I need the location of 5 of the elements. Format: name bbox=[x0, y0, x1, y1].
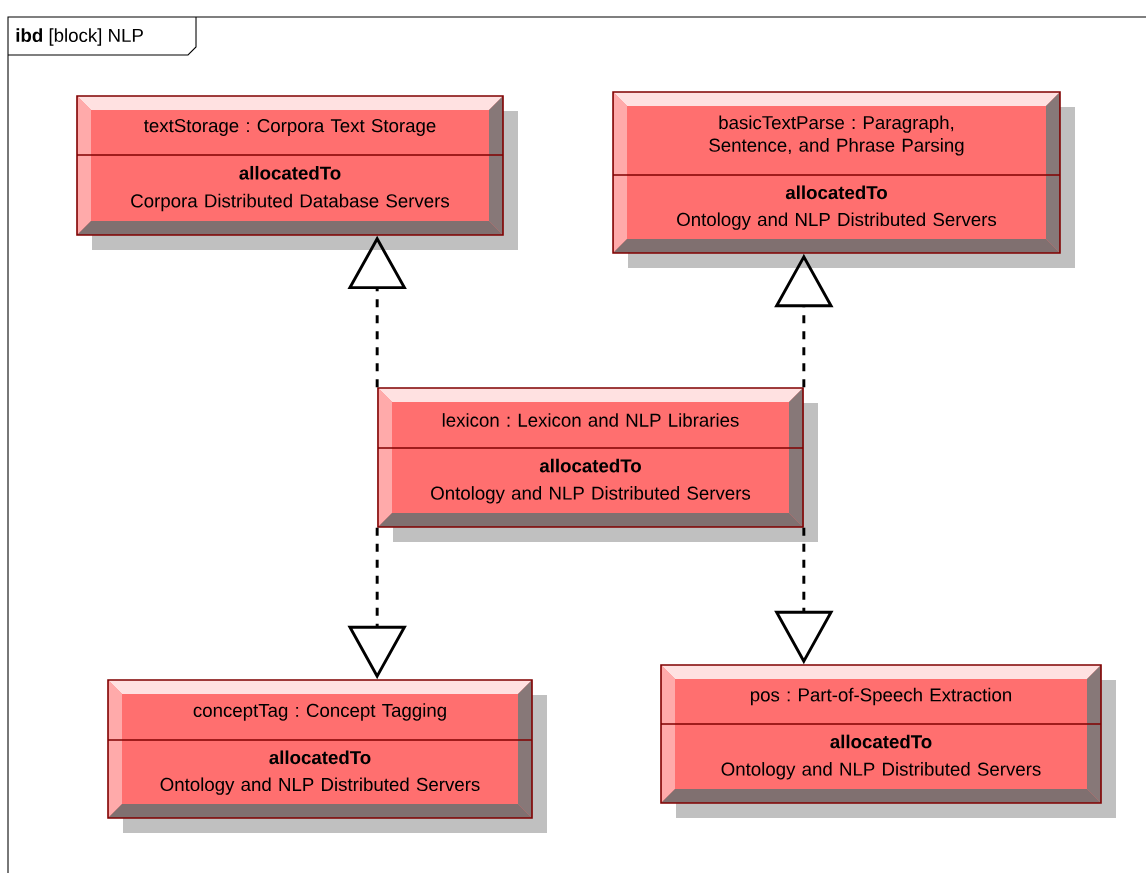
block-box: pos : Part-of-Speech Extraction allocatedTo Ontology and NLP Distributed Servers bbox=[660, 664, 1116, 818]
block-box: lexicon : Lexicon and NLP Libraries allocatedTo Ontology and NLP Distributed Servers bbox=[377, 387, 818, 542]
block-box: textStorage : Corpora Text Storage allocatedTo Corpora Distributed Database Servers bbox=[76, 95, 518, 250]
block-box: basicTextParse : Paragraph, Sentence, and Phrase Parsing allocatedTo Ontology and NLP Distributed Servers bbox=[612, 91, 1075, 268]
block-box: conceptTag : Concept Tagging allocatedTo Ontology and NLP Distributed Servers bbox=[107, 679, 547, 833]
